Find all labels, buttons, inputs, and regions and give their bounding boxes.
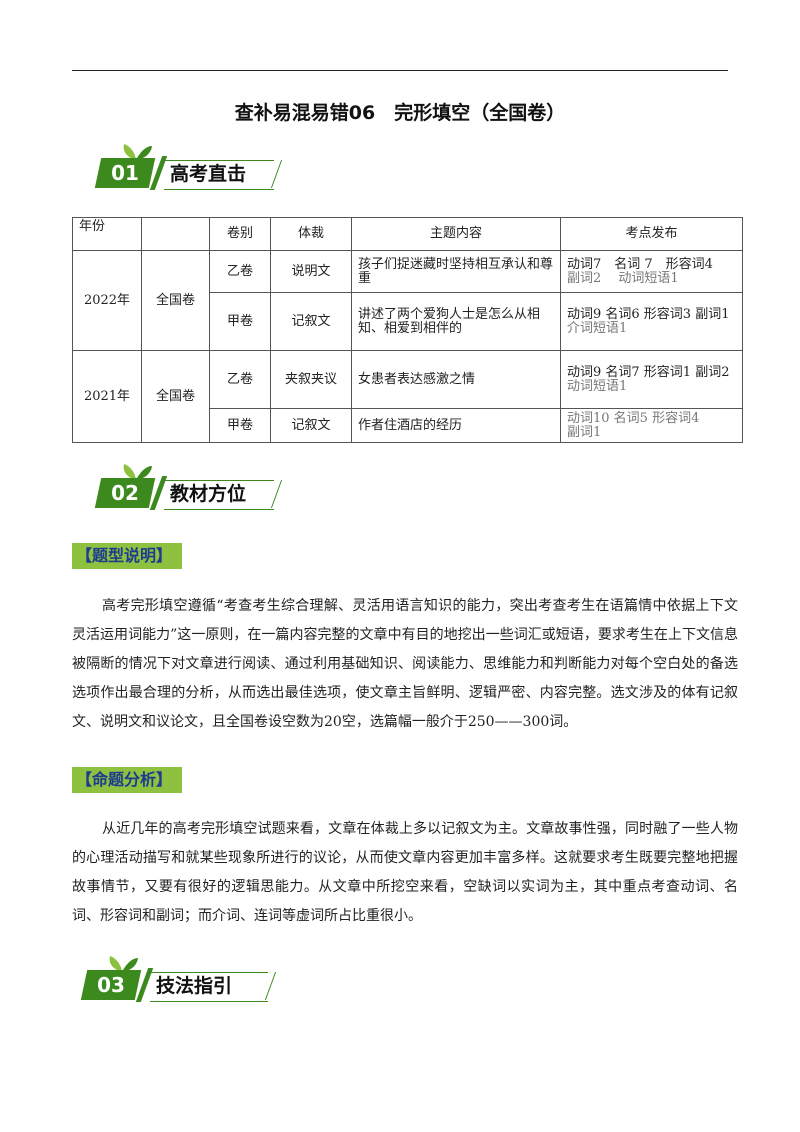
cell-points: 动词9 名词7 形容词1 副词2 动词短语1 — [560, 350, 743, 409]
header-blank — [141, 217, 210, 251]
header-theme: 主题内容 — [351, 217, 561, 251]
document-title: 查补易混易错06 完形填空（全国卷） — [234, 102, 566, 124]
cell-theme: 作者住酒店的经历 — [351, 408, 561, 443]
cell-genre: 说明文 — [270, 250, 352, 293]
table-row: 甲卷 记叙文 讲述了两个爱狗人士是怎么从相知、相爱到相伴的 动词9 名词6 形容… — [73, 292, 743, 351]
section-number: 02 — [111, 481, 139, 505]
section-number: 01 — [111, 161, 139, 185]
leaf-icon — [123, 464, 152, 480]
group-region: 全国卷 — [141, 350, 210, 443]
group-year: 2021年 — [72, 350, 142, 443]
table-row: 2021年 全国卷 乙卷 夹叙夹议 女患者表达感激之情 动词9 名词7 形容词1… — [72, 350, 743, 443]
points-sub: 介词短语1 — [567, 320, 628, 336]
points-sub: 副词1 — [567, 424, 602, 440]
paragraph-type-desc: 高考完形填空遵循“考查考生综合理解、灵活用语言知识的能力，突出考查考生在语篇情中… — [72, 598, 738, 730]
cell-genre: 记叙文 — [270, 292, 352, 351]
table-row: 甲卷 记叙文 作者住酒店的经历 动词10 名词5 形容词4 副词1 — [73, 408, 743, 443]
points-sub: 副词2 动词短语1 — [567, 270, 679, 286]
cell-genre: 记叙文 — [270, 408, 352, 443]
header-genre: 体裁 — [270, 217, 352, 251]
cell-theme: 讲述了两个爱狗人士是怎么从相知、相爱到相伴的 — [351, 292, 561, 351]
section-badge-02: 02 教材方位 — [94, 464, 288, 512]
leaf-icon — [123, 144, 152, 160]
tag-type-desc: 【题型说明】 — [72, 543, 183, 569]
cell-paper: 乙卷 — [209, 350, 271, 409]
points-main: 动词9 名词6 形容词3 副词1 — [567, 306, 730, 322]
group-region: 全国卷 — [141, 250, 210, 351]
points-main: 动词10 名词5 形容词4 — [567, 410, 700, 426]
section-label: 高考直击 — [170, 163, 247, 185]
points-sub: 动词短语1 — [567, 378, 628, 394]
tag-analysis: 【命题分析】 — [72, 767, 183, 793]
group-year: 2022年 — [72, 250, 142, 351]
header-points: 考点发布 — [560, 217, 743, 251]
points-main: 动词9 名词7 形容词1 副词2 — [567, 364, 730, 380]
cell-points: 动词7 名词 7 形容词4 副词2 动词短语1 — [560, 250, 743, 293]
cell-paper: 乙卷 — [209, 250, 271, 293]
section-number: 03 — [97, 973, 125, 997]
cell-paper: 甲卷 — [209, 408, 271, 443]
badge-label-frame — [150, 972, 268, 1002]
leaf-icon — [109, 956, 138, 972]
cell-theme: 孩子们捉迷藏时坚持相互承认和尊重 — [351, 250, 561, 293]
section-badge-01: 01 高考直击 — [94, 144, 288, 192]
table-header-row: 年份 卷别 体裁 主题内容 考点发布 — [72, 217, 743, 251]
header-rule — [72, 70, 728, 71]
cell-points: 动词9 名词6 形容词3 副词1 介词短语1 — [560, 292, 743, 351]
badge-label-frame — [164, 480, 274, 510]
cell-theme: 女患者表达感激之情 — [351, 350, 561, 409]
section-label: 技法指引 — [156, 975, 233, 997]
section-badge-03: 03 技法指引 — [80, 956, 284, 1004]
table-row: 2022年 全国卷 乙卷 说明文 孩子们捉迷藏时坚持相互承认和尊重 动词7 名词… — [72, 250, 743, 351]
paragraph-analysis: 从近几年的高考完形填空试题来看，文章在体裁上多以记叙文为主。文章故事性强，同时融… — [72, 821, 738, 924]
cell-paper: 甲卷 — [209, 292, 271, 351]
badge-label-frame — [164, 160, 274, 190]
header-paper: 卷别 — [209, 217, 271, 251]
points-main: 动词7 名词 7 形容词4 — [567, 256, 713, 272]
cell-genre: 夹叙夹议 — [270, 350, 352, 409]
cell-points: 动词10 名词5 形容词4 副词1 — [560, 408, 743, 443]
header-year: 年份 — [72, 217, 142, 251]
exam-info-table: 年份 卷别 体裁 主题内容 考点发布 2022年 全国卷 乙卷 说明文 孩子们捉… — [72, 217, 743, 443]
section-label: 教材方位 — [170, 483, 247, 505]
